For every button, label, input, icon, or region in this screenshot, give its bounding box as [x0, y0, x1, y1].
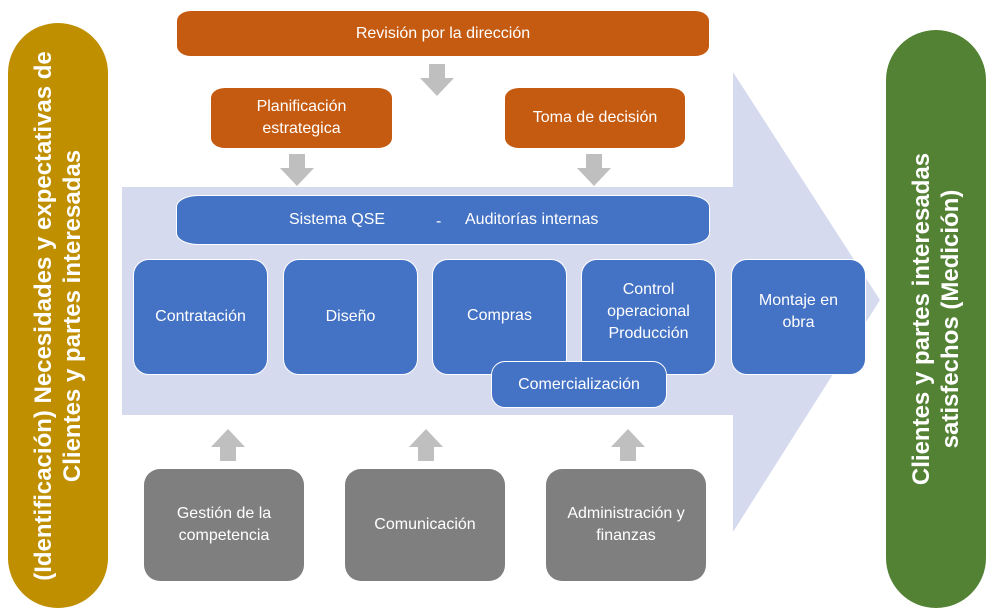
internal-audits-label: Auditorías internas	[465, 211, 599, 228]
left-banner-text: (Identificación) Necesidades y expectati…	[30, 50, 86, 581]
process-label: Diseño	[325, 308, 376, 325]
qse-system-bar: Sistema QSE - Auditorías internas	[176, 195, 710, 245]
down-arrow-icon	[420, 64, 454, 96]
support-box-administration-finance: Administración y finanzas	[546, 469, 706, 581]
commercialization-label: Comercialización	[518, 375, 640, 393]
support-label: Administración y finanzas	[567, 505, 685, 544]
process-label: Control operacional Producción	[607, 281, 690, 342]
up-arrow-icon	[611, 429, 645, 461]
support-label: Comunicación	[374, 516, 476, 533]
right-banner-satisfied-clients: Clientes y partes interesadas satisfecho…	[886, 30, 986, 608]
up-arrow-icon	[409, 429, 443, 461]
qse-system-label: Sistema QSE	[289, 211, 386, 228]
right-banner-text: Clientes y partes interesadas satisfecho…	[908, 152, 964, 486]
down-arrow-icon	[280, 154, 314, 186]
support-label: Gestión de la competencia	[176, 505, 272, 544]
strategic-planning-label: Planificación estrategica	[256, 98, 347, 137]
process-box-operational-control: Control operacional Producción	[581, 259, 716, 375]
process-box-purchasing: Compras	[432, 259, 567, 375]
process-label: Contratación	[155, 308, 246, 325]
up-arrow-icon	[211, 429, 245, 461]
support-box-communication: Comunicación	[345, 469, 505, 581]
decision-making-label: Toma de decisión	[532, 109, 658, 126]
process-label: Compras	[467, 307, 532, 324]
process-label: Montaje en obra	[758, 292, 839, 331]
process-box-onsite-assembly: Montaje en obra	[731, 259, 866, 375]
down-arrow-icon	[577, 154, 611, 186]
qse-separator: -	[436, 213, 442, 230]
decision-making-box: Toma de decisión	[505, 88, 685, 148]
management-review-box: Revisión por la dirección	[177, 11, 709, 56]
process-box-contracting: Contratación	[133, 259, 268, 375]
strategic-planning-box: Planificación estrategica	[211, 88, 392, 148]
support-box-competence: Gestión de la competencia	[144, 469, 304, 581]
commercialization-box: Comercialización	[491, 361, 667, 408]
process-box-design: Diseño	[283, 259, 418, 375]
left-banner-needs-expectations: (Identificación) Necesidades y expectati…	[8, 23, 108, 608]
management-review-label: Revisión por la dirección	[355, 24, 531, 42]
